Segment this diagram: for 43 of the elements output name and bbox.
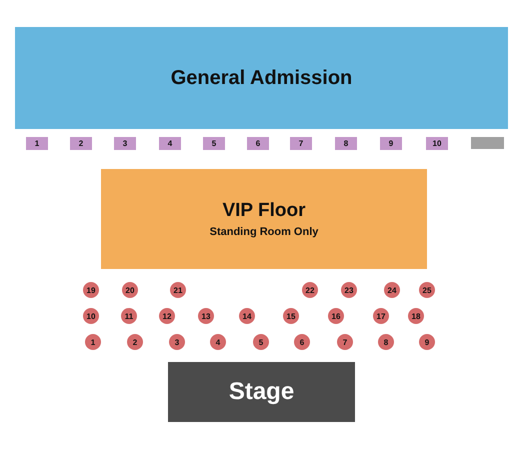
section-marker: 7 (290, 137, 312, 150)
table-circle: 6 (294, 334, 310, 350)
area-label: VIP Floor (222, 200, 306, 222)
area-label: General Admission (170, 66, 352, 90)
table-circle: 1 (85, 334, 101, 350)
table-circle: 8 (378, 334, 394, 350)
stage (168, 362, 355, 422)
section-marker: 6 (247, 137, 269, 150)
table-circle: 10 (83, 308, 99, 324)
table-circle: 7 (337, 334, 353, 350)
section-marker: 5 (203, 137, 225, 150)
box-marker (471, 137, 504, 149)
table-circle: 14 (239, 308, 255, 324)
table-circle: 11 (121, 308, 137, 324)
section-marker: 2 (70, 137, 92, 150)
table-circle: 24 (384, 282, 400, 298)
section-marker: 10 (426, 137, 448, 150)
table-circle: 23 (341, 282, 357, 298)
section-marker: 3 (114, 137, 136, 150)
table-circle: 21 (170, 282, 186, 298)
table-circle: 13 (198, 308, 214, 324)
table-circle: 19 (83, 282, 99, 298)
table-circle: 17 (373, 308, 389, 324)
table-circle: 22 (302, 282, 318, 298)
table-circle: 5 (253, 334, 269, 350)
table-circle: 3 (169, 334, 185, 350)
table-circle: 12 (159, 308, 175, 324)
section-marker: 9 (380, 137, 402, 150)
general-admission-area (15, 27, 508, 129)
table-circle: 20 (122, 282, 138, 298)
vip-floor-area (101, 169, 427, 269)
table-circle: 9 (419, 334, 435, 350)
section-marker: 4 (159, 137, 181, 150)
section-marker: 1 (26, 137, 48, 150)
section-marker: 8 (335, 137, 357, 150)
table-circle: 4 (210, 334, 226, 350)
area-note: Standing Room Only (210, 226, 318, 238)
table-circle: 16 (328, 308, 344, 324)
table-circle: 25 (419, 282, 435, 298)
table-circle: 15 (283, 308, 299, 324)
stage-label: Stage (228, 378, 294, 406)
table-circle: 2 (127, 334, 143, 350)
table-circle: 18 (408, 308, 424, 324)
